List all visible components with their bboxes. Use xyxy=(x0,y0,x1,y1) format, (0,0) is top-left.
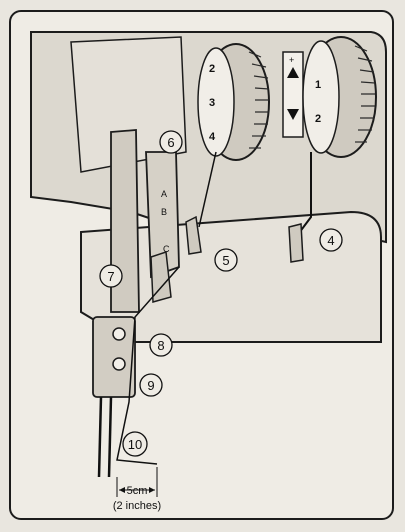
needle-left xyxy=(97,396,103,478)
svg-text:+: + xyxy=(289,55,294,65)
dial-right-1: 1 xyxy=(315,79,321,91)
callout-9: 9 xyxy=(139,373,163,397)
dial-left-3: 3 xyxy=(209,97,215,109)
svg-text:10: 10 xyxy=(128,437,142,452)
clamp-screw-lower xyxy=(112,357,126,371)
svg-text:4: 4 xyxy=(327,233,334,248)
thread-left xyxy=(198,151,217,228)
svg-text:6: 6 xyxy=(167,135,174,150)
up-arrow-icon xyxy=(287,67,299,78)
thread-guide-4 xyxy=(288,223,304,263)
svg-text:7: 7 xyxy=(107,269,114,284)
callout-6: 6 xyxy=(159,130,183,154)
svg-text:9: 9 xyxy=(147,378,154,393)
callout-10: 10 xyxy=(122,431,148,457)
svg-text:5: 5 xyxy=(222,253,229,268)
measurement-indicator: 5cm (2 inches) xyxy=(113,467,161,512)
needle-right xyxy=(107,396,113,478)
needle-clamp xyxy=(92,316,136,398)
dial-left-4: 4 xyxy=(209,131,216,143)
bar-mark-b: B xyxy=(161,207,167,217)
measurement-inches: (2 inches) xyxy=(113,500,161,512)
dial-left-2: 2 xyxy=(209,63,215,75)
tension-dial-left[interactable]: 2 3 4 xyxy=(197,43,270,161)
measurement-value: 5cm xyxy=(127,485,148,497)
dial-right-2: 2 xyxy=(315,113,321,125)
bar-mark-a: A xyxy=(161,189,167,199)
thread-guide-7 xyxy=(150,250,172,303)
bar-mark-c: C xyxy=(163,244,170,254)
callout-5: 5 xyxy=(214,248,238,272)
clamp-screw-upper xyxy=(112,327,126,341)
callout-7: 7 xyxy=(99,264,123,288)
thread-path xyxy=(116,266,180,465)
tension-dial-right[interactable]: 1 2 xyxy=(302,36,377,158)
down-arrow-icon xyxy=(287,109,299,120)
svg-text:8: 8 xyxy=(157,338,164,353)
front-plate xyxy=(70,36,187,173)
thread-guide-5 xyxy=(185,215,202,255)
callout-4: 4 xyxy=(319,228,343,252)
callout-8: 8 xyxy=(149,333,173,357)
sewing-machine-diagram: 2 3 4 + 1 2 A B C xyxy=(30,31,387,512)
diagram-frame: 2 3 4 + 1 2 A B C xyxy=(9,10,394,520)
